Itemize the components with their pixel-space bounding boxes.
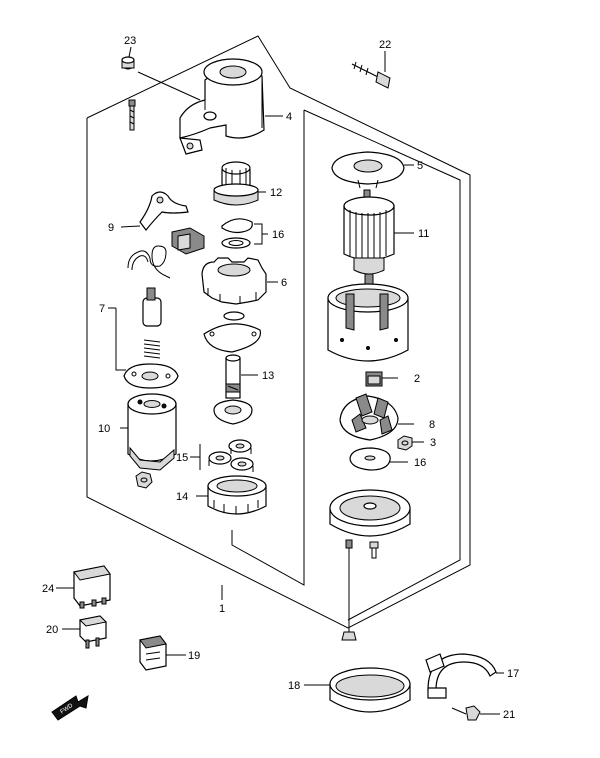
- relay-small: [62, 615, 108, 649]
- callout-2: 2: [414, 373, 420, 385]
- callout-23: 23: [124, 35, 136, 47]
- snap-ring-washer-upper: [221, 218, 268, 249]
- planet-gears: [190, 439, 254, 472]
- callout-18: 18: [288, 680, 300, 692]
- callout-10: 10: [98, 423, 110, 435]
- callout-15: 15: [176, 452, 188, 464]
- terminal-nut: [397, 435, 424, 451]
- relay-large: [56, 565, 111, 609]
- callout-19: 19: [188, 650, 200, 662]
- callout-5: 5: [417, 160, 423, 172]
- assembly-outline: [86, 35, 471, 629]
- callout-20: 20: [46, 624, 58, 636]
- gear-housing-cover: [201, 257, 278, 305]
- callout-1: 1: [219, 603, 225, 615]
- solenoid-nut: [135, 471, 153, 489]
- callout-17: 17: [507, 668, 519, 680]
- armature-end-plate: [331, 151, 414, 189]
- bushing: [121, 46, 201, 101]
- return-spring-wire: [108, 245, 171, 371]
- shift-lever: [120, 191, 189, 231]
- callout-4: 4: [286, 111, 292, 123]
- callout-labels: 23 22 4 5 12 9 16 11 6 7 13 2 8 10 3 15 …: [42, 35, 519, 721]
- callout-11: 11: [418, 228, 429, 240]
- clamp-bracket: [425, 653, 504, 699]
- callout-14: 14: [176, 491, 188, 503]
- solenoid-gasket: [123, 363, 179, 389]
- callout-22: 22: [379, 39, 391, 51]
- brush-clip: [171, 227, 205, 255]
- clamp-bolt: [451, 705, 500, 721]
- thrust-washer-lower: [349, 447, 408, 471]
- brush: [365, 371, 398, 387]
- callout-24: 24: [42, 583, 54, 595]
- callout-9: 9: [108, 222, 114, 234]
- callout-13: 13: [262, 370, 274, 382]
- o-ring-gear: [203, 311, 262, 353]
- fwd-arrow-icon: FWD: [51, 695, 89, 721]
- yoke-housing: [327, 283, 409, 362]
- pinion-gear: [213, 161, 266, 206]
- starter-solenoid: [120, 393, 177, 471]
- callout-16-upper: 16: [272, 229, 284, 241]
- callout-7: 7: [99, 303, 105, 315]
- output-shaft: [213, 354, 258, 425]
- mounting-band: [304, 667, 411, 713]
- callout-12: 12: [270, 187, 282, 199]
- callout-8: 8: [429, 419, 435, 431]
- callout-16-lower: 16: [414, 457, 426, 469]
- armature: [343, 189, 414, 289]
- connector-plug: [139, 635, 186, 671]
- through-bolt-long: [341, 539, 379, 641]
- bracket-bolt: [128, 99, 136, 131]
- callout-3: 3: [430, 437, 436, 449]
- internal-ring-gear: [196, 475, 267, 515]
- callout-21: 21: [503, 709, 515, 721]
- front-bracket: [179, 58, 283, 155]
- brush-holder-plate: [339, 393, 414, 441]
- callout-6: 6: [281, 277, 287, 289]
- plunger: [142, 287, 162, 359]
- rear-end-cover: [329, 489, 411, 537]
- through-bolt-upper: [351, 51, 391, 89]
